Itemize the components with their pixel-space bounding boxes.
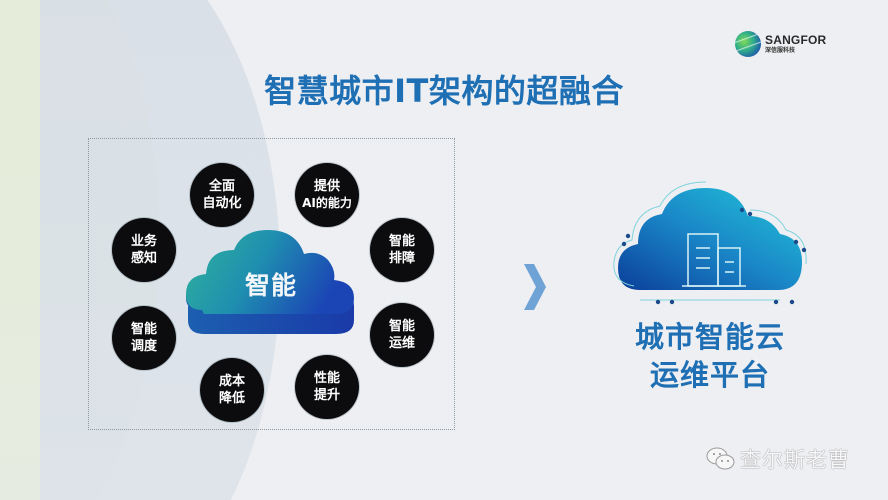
bubble-line: 全面 (208, 179, 235, 194)
bubble-line: 排障 (388, 251, 415, 266)
bubble-line: 降低 (218, 391, 245, 406)
bubble-smart-operations: 智能 运维 (370, 303, 434, 367)
center-cloud: 智能 (186, 226, 356, 338)
bubble-cost-reduction: 成本 降低 (200, 358, 264, 422)
slide-title-text: 智慧城市IT架构的超融合 (264, 72, 624, 110)
chevron-right-icon (522, 262, 548, 316)
bubble-automation: 全面 自动化 (190, 163, 254, 227)
bubble-line: 业务 (130, 234, 157, 249)
bubble-business-awareness: 业务 感知 (112, 218, 176, 282)
cloud-icon (186, 230, 354, 334)
center-cloud-label: 智能 (244, 271, 297, 300)
bubble-line: 提供 (313, 179, 340, 194)
bubble-performance: 性能 提升 (295, 355, 359, 419)
cloud-icon (613, 181, 807, 305)
logo-name-en: SANGFOR (765, 33, 827, 47)
bubble-line: 智能 (388, 319, 415, 334)
bubble-line: 自动化 (202, 196, 242, 211)
bubble-smart-troubleshooting: 智能 排障 (370, 218, 434, 282)
watermark: 查尔斯老曹 (706, 444, 850, 474)
bubble-smart-scheduling: 智能 调度 (112, 306, 176, 370)
bubble-line: 成本 (218, 374, 245, 389)
diagram-frame (88, 138, 455, 430)
bubble-line: 性能 (313, 371, 340, 386)
bubble-line: 提升 (313, 388, 340, 403)
watermark-text: 查尔斯老曹 (740, 448, 850, 472)
sangfor-logo: SANGFOR 深信服科技 (735, 31, 826, 57)
slide-title: 智慧城市IT架构的超融合 (0, 66, 888, 112)
bubble-ai-capability: 提供 AI的能力 (295, 163, 359, 227)
bubble-line: 调度 (130, 339, 157, 354)
logo-name-cn: 深信服科技 (765, 47, 796, 54)
bubble-line: 智能 (388, 234, 415, 249)
bubble-line: 智能 (130, 322, 157, 337)
bubble-line: AI的能力 (302, 196, 352, 210)
bubble-line: 运维 (388, 336, 415, 351)
city-building-icon (682, 233, 746, 287)
globe-logo-icon (735, 31, 761, 57)
platform-label: 城市智能云 运维平台 (610, 318, 810, 394)
city-cloud (610, 178, 810, 308)
wechat-icon (706, 447, 736, 471)
bubble-line: 感知 (130, 251, 157, 266)
platform-label-line1: 城市智能云 (634, 320, 785, 354)
platform-label-line2: 运维平台 (649, 358, 770, 392)
